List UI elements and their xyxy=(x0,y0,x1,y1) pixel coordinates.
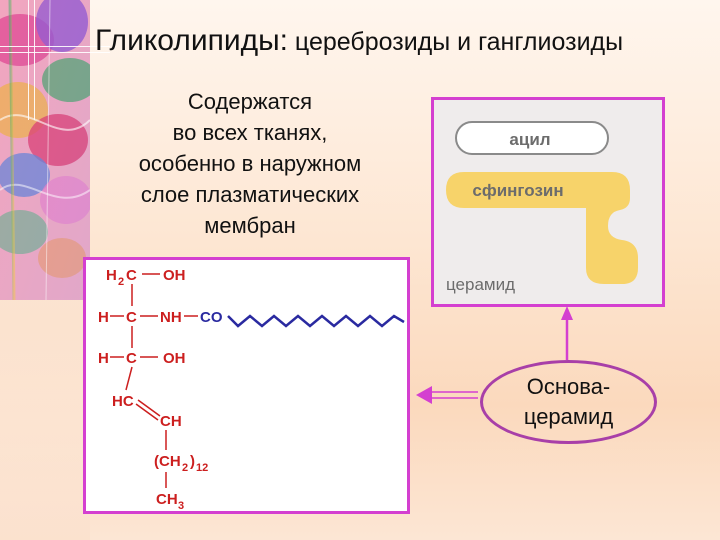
ceramide-label: церамид xyxy=(446,275,515,294)
formula-oh-3: OH xyxy=(163,350,186,367)
formula-bond xyxy=(125,366,133,391)
formula-h2c-sub: 2 xyxy=(118,276,124,288)
formula-ch2-close: ) xyxy=(190,453,195,470)
formula-ch2-open: (CH xyxy=(154,453,181,470)
decorative-side-strip xyxy=(0,0,90,540)
formula-co: CO xyxy=(200,309,223,326)
formula-ch2-count: 12 xyxy=(196,462,208,474)
intro-line: особенно в наружном xyxy=(138,151,362,176)
formula-ch3: CH xyxy=(156,491,178,508)
formula-ch: CH xyxy=(160,413,182,430)
formula-double-bond xyxy=(135,403,159,421)
formula-oh-1: OH xyxy=(163,267,186,284)
intro-line: слое плазматических xyxy=(140,182,360,207)
formula-h-2: H xyxy=(98,309,109,326)
ceramide-formula-box: H 2 C OH H C NH CO H C OH HC CH (CH 2 ) … xyxy=(83,257,410,514)
ceramide-structural-formula: H 2 C OH H C NH CO H C OH HC CH (CH 2 ) … xyxy=(98,267,405,512)
left-arrow-head xyxy=(416,386,432,404)
formula-h2c-c: C xyxy=(126,267,137,284)
slide-title-sub: цереброзиды и ганглиозиды xyxy=(287,28,624,56)
slide-title: Гликолипиды: цереброзиды и ганглиозиды xyxy=(95,24,715,64)
intro-line: Содержатся xyxy=(187,89,313,114)
sphingosine-shape xyxy=(446,172,638,284)
basis-line-2: церамид xyxy=(523,404,614,429)
formula-double-bond xyxy=(137,399,161,417)
intro-line: во всех тканях, xyxy=(172,120,328,145)
corner-line-vertical xyxy=(28,0,29,120)
intro-line: мембран xyxy=(204,213,296,238)
corner-line-horizontal xyxy=(0,52,110,53)
corner-line-vertical xyxy=(34,0,35,120)
ceramide-schematic: ацил сфингозин церамид xyxy=(446,121,638,294)
acyl-capsule xyxy=(455,121,609,155)
intro-text: Содержатся во всех тканях, особенно в на… xyxy=(92,86,408,241)
ceramide-schematic-box: ацил сфингозин церамид xyxy=(431,97,665,307)
basis-line-1: Основа- xyxy=(526,374,611,399)
corner-line-horizontal xyxy=(0,46,110,47)
up-arrow-head xyxy=(561,306,573,320)
basis-ceramide-ellipse: Основа- церамид xyxy=(480,360,657,444)
formula-ch2-sub: 2 xyxy=(182,462,188,474)
formula-c-2: C xyxy=(126,309,137,326)
sphingosine-label: сфингозин xyxy=(472,181,563,200)
formula-h-3: H xyxy=(98,350,109,367)
formula-hc: HC xyxy=(112,393,134,410)
formula-c-3: C xyxy=(126,350,137,367)
acyl-label: ацил xyxy=(509,130,550,149)
fatty-acid-chain xyxy=(227,314,405,328)
slide-title-main: Гликолипиды: xyxy=(95,24,288,57)
formula-nh: NH xyxy=(160,309,182,326)
formula-ch3-sub: 3 xyxy=(178,500,184,511)
formula-h2c-h: H xyxy=(106,267,117,284)
